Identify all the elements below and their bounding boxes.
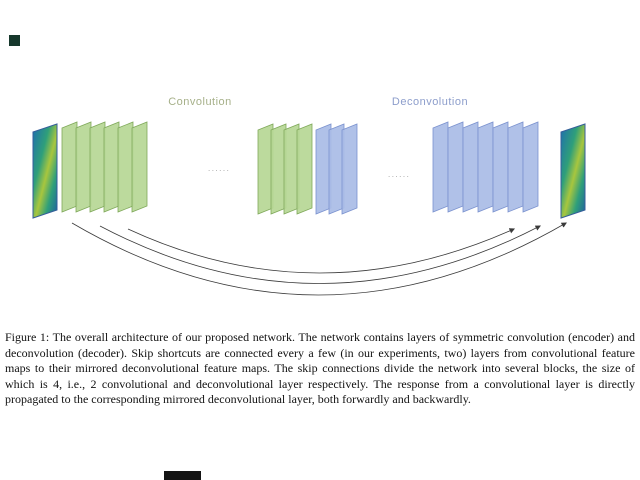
deconv-layer [492,121,509,213]
skip-connection-arc [127,228,516,274]
skip-connection-arc [99,225,541,284]
conv-layer [103,121,120,213]
conv-layer [89,121,106,213]
deconv-layer [341,123,358,215]
convolution-label: Convolution [168,96,232,108]
deconv-layer [462,121,479,213]
conv-layer [61,121,78,213]
ellipsis-left: ...... [208,164,231,173]
skip-connection-arc [71,222,567,296]
conv-layer [296,123,313,215]
deconv-layer [507,121,524,213]
conv-layer [117,121,134,213]
corner-artifact [9,35,20,46]
deconvolution-label: Deconvolution [391,96,469,108]
deconv-layer [447,121,464,213]
conv-layer [75,121,92,213]
conv-layer [131,121,148,213]
ellipsis-right: ...... [388,170,411,179]
figure-caption: Figure 1: The overall architecture of ou… [5,330,635,407]
output-image [560,123,586,219]
bottom-artifact [164,471,201,480]
input-image [32,123,58,219]
architecture-diagram [32,121,586,296]
deconv-layer [432,121,449,213]
deconv-layer [522,121,539,213]
deconv-layer [477,121,494,213]
